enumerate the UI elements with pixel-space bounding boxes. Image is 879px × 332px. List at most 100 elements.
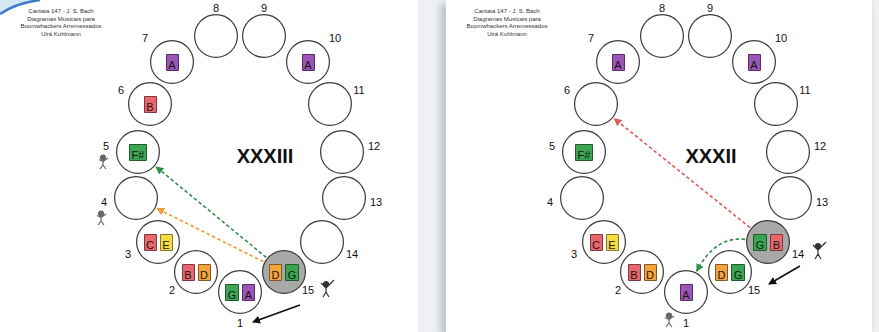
note-letter: G xyxy=(734,269,743,281)
position-circle: 10A xyxy=(732,40,776,84)
position-circle: 15DG xyxy=(262,250,306,294)
position-circle: 1A xyxy=(664,270,708,314)
circle-shape xyxy=(129,83,172,126)
note-tile: D xyxy=(644,264,657,281)
position-number: 10 xyxy=(775,32,787,44)
note-letter: G xyxy=(228,289,237,301)
panel-title: XXXIII xyxy=(237,145,294,168)
circle-shape xyxy=(621,251,664,294)
circle-shape xyxy=(709,251,752,294)
circle-outline xyxy=(640,14,684,58)
note-letter: A xyxy=(245,289,252,301)
position-number: 10 xyxy=(329,32,341,44)
position-circle: 8 xyxy=(194,14,238,58)
position-number: 9 xyxy=(261,2,267,14)
circle-shape xyxy=(115,177,158,220)
position-number: 1 xyxy=(683,317,689,329)
circle-outline xyxy=(136,220,180,264)
circle-shape xyxy=(309,83,352,126)
position-circle: 14GB xyxy=(746,220,790,264)
circle-shape xyxy=(641,15,684,58)
note-letter: C xyxy=(592,239,600,251)
note-letter: B xyxy=(630,269,637,281)
circle-outline xyxy=(320,130,364,174)
note-tile: E xyxy=(160,234,173,251)
position-number: 15 xyxy=(302,284,314,296)
order-arrow xyxy=(253,305,300,322)
position-circle: 4 xyxy=(114,176,158,220)
position-circle: 5F# xyxy=(116,130,160,174)
position-number: 3 xyxy=(571,248,577,260)
position-number: 3 xyxy=(125,248,131,260)
circle-shape xyxy=(597,41,640,84)
position-circle: 10A xyxy=(286,40,330,84)
circle-shape xyxy=(263,251,306,294)
position-number: 6 xyxy=(118,84,124,96)
note-tile: A xyxy=(302,54,315,71)
circle-outline xyxy=(194,14,238,58)
circle-shape xyxy=(755,83,798,126)
circle-outline xyxy=(766,130,810,174)
thrower-icon xyxy=(665,313,674,327)
position-circle: 9 xyxy=(242,14,286,58)
position-circle: 6 xyxy=(574,82,618,126)
circle-outline xyxy=(574,82,618,126)
position-circle: 6B xyxy=(128,82,172,126)
circle-outline xyxy=(768,176,812,220)
position-number: 6 xyxy=(564,84,570,96)
circle-shape xyxy=(583,221,626,264)
panel-header: Cantata 147 - J. S. Bach Diagramas Music… xyxy=(17,8,105,38)
note-letter: D xyxy=(272,269,280,281)
circle-outline xyxy=(114,176,158,220)
position-circle: 2BD xyxy=(620,250,664,294)
note-letter: B xyxy=(773,239,780,251)
position-number: 5 xyxy=(549,140,555,152)
circle-shape xyxy=(137,221,180,264)
note-tile: G xyxy=(225,284,239,301)
circle-shape xyxy=(733,41,776,84)
thrower-icon xyxy=(97,211,106,225)
circle-shape xyxy=(195,15,238,58)
position-number: 13 xyxy=(816,196,828,208)
position-circle: 13 xyxy=(768,176,812,220)
note-tile: G xyxy=(753,234,767,251)
note-tile: B xyxy=(770,234,783,251)
position-number: 14 xyxy=(792,248,804,260)
position-circle: 13 xyxy=(322,176,366,220)
circle-outline xyxy=(174,250,218,294)
circle-shape xyxy=(151,41,194,84)
note-tile: D xyxy=(198,264,211,281)
note-tile: D xyxy=(715,264,728,281)
note-letter: A xyxy=(304,59,311,71)
circle-shape xyxy=(563,131,606,174)
position-number: 9 xyxy=(707,2,713,14)
order-arrow xyxy=(769,266,800,284)
circle-shape xyxy=(323,177,366,220)
circle-outline xyxy=(560,176,604,220)
thrower-icon xyxy=(99,155,108,169)
circle-shape xyxy=(747,221,790,264)
conductor-icon xyxy=(813,242,826,259)
note-tile: A xyxy=(680,284,693,301)
note-tile: F# xyxy=(575,144,593,161)
note-letter: E xyxy=(608,239,615,251)
position-circle: 2BD xyxy=(174,250,218,294)
position-number: 4 xyxy=(101,196,107,208)
throw-arrow xyxy=(614,119,750,228)
circle-shape xyxy=(689,15,732,58)
note-tile: A xyxy=(242,284,255,301)
note-tile: F# xyxy=(129,144,147,161)
circle-shape xyxy=(665,271,708,314)
slide-panel: Cantata 147 - J. S. Bach Diagramas Music… xyxy=(446,0,872,332)
circle-shape xyxy=(301,221,344,264)
position-circle: 14 xyxy=(300,220,344,264)
note-letter: D xyxy=(718,269,726,281)
note-letter: A xyxy=(682,289,689,301)
position-circle: 11 xyxy=(308,82,352,126)
note-tile: B xyxy=(628,264,641,281)
position-circle: 8 xyxy=(640,14,684,58)
note-tile: A xyxy=(166,54,179,71)
conductor-icon xyxy=(321,280,334,297)
note-letter: D xyxy=(200,269,208,281)
circle-shape xyxy=(561,177,604,220)
